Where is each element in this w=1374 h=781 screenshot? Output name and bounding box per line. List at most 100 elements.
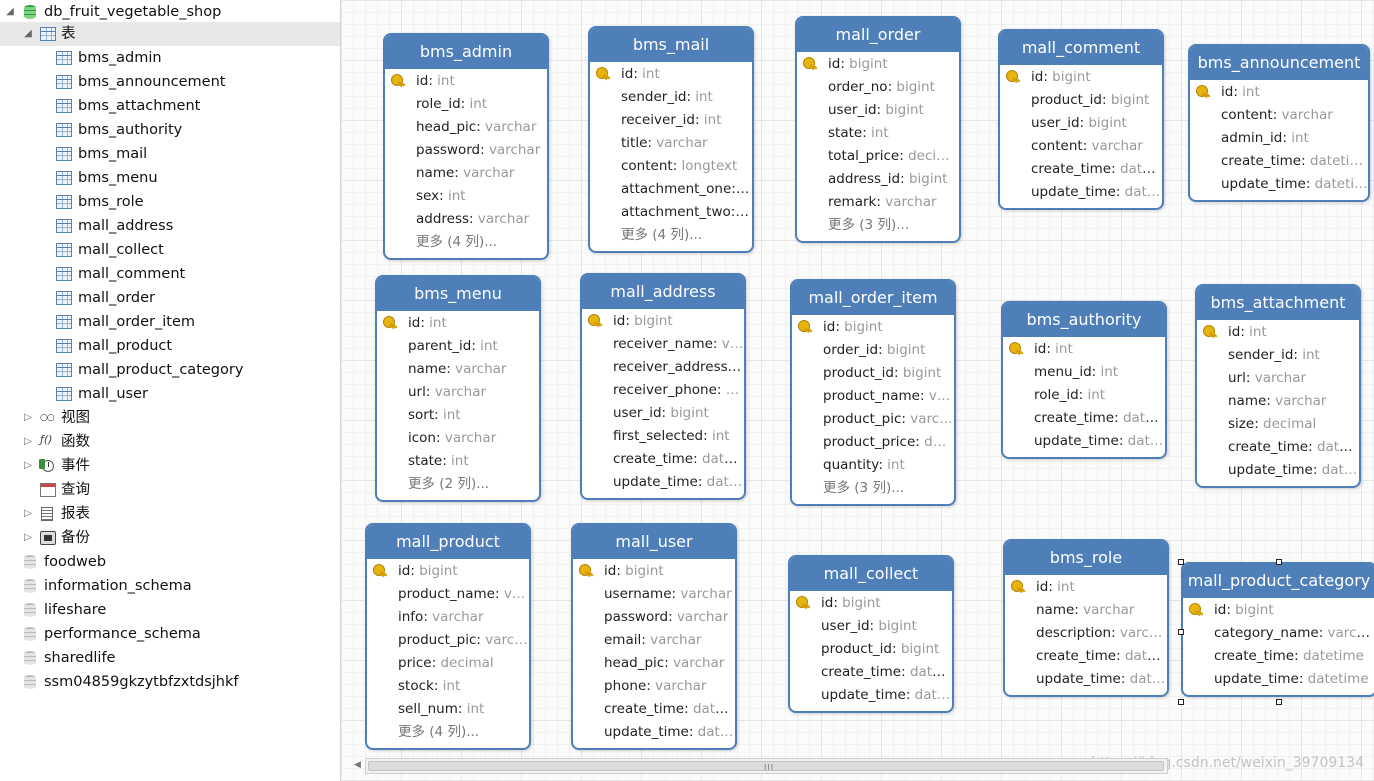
more-columns-link[interactable]: 更多 (2 列)... <box>408 476 490 492</box>
resize-handle[interactable] <box>1178 559 1184 565</box>
more-columns-link[interactable]: 更多 (4 列)... <box>621 227 703 243</box>
field-type: int <box>1087 387 1106 403</box>
field-separator: : <box>1233 84 1243 100</box>
table-item-mall_user[interactable]: mall_user <box>0 382 340 406</box>
table-item-bms_attachment[interactable]: bms_attachment <box>0 94 340 118</box>
query-icon <box>40 483 56 497</box>
resize-handle[interactable] <box>1178 629 1184 635</box>
field-name: update_time <box>1214 671 1299 687</box>
field-separator: : <box>697 474 707 490</box>
primary-key-field: id: bigint <box>1000 66 1162 89</box>
field-type: varchar <box>1275 393 1327 409</box>
db-node-sharedlife[interactable]: sharedlife <box>0 646 340 670</box>
table-item-bms_role[interactable]: bms_role <box>0 190 340 214</box>
reports-folder[interactable]: ▷ 报表 <box>0 502 340 526</box>
resize-handle[interactable] <box>1276 559 1282 565</box>
expand-arrow-icon[interactable]: ▷ <box>24 460 32 471</box>
queries-folder[interactable]: 查询 <box>0 478 340 502</box>
table-item-mall_collect[interactable]: mall_collect <box>0 238 340 262</box>
field-separator: : <box>410 563 420 579</box>
primary-key-icon <box>796 596 814 610</box>
field-separator: : <box>646 678 656 694</box>
table-item-label: mall_order_item <box>78 314 195 330</box>
table-item-bms_authority[interactable]: bms_authority <box>0 118 340 142</box>
horizontal-scrollbar[interactable]: III <box>365 758 1168 774</box>
table-item-mall_comment[interactable]: mall_comment <box>0 262 340 286</box>
more-columns-link[interactable]: 更多 (3 列)... <box>828 217 910 233</box>
field-name: size <box>1228 416 1255 432</box>
scroll-left-icon[interactable]: ◀ <box>354 760 361 770</box>
table-item-mall_product[interactable]: mall_product <box>0 334 340 358</box>
field-type: bigint <box>896 79 935 95</box>
views-folder[interactable]: ▷ 视图 <box>0 406 340 430</box>
field-name: username <box>604 586 672 602</box>
db-node-ssm04859gkzytbfzxtdsjhkf[interactable]: ssm04859gkzytbfzxtdsjhkf <box>0 670 340 694</box>
table-item-bms_announcement[interactable]: bms_announcement <box>0 70 340 94</box>
field-separator: : <box>840 56 850 72</box>
database-icon <box>24 5 36 19</box>
more-columns-link[interactable]: 更多 (4 列)... <box>416 234 498 250</box>
collapse-arrow-icon[interactable]: ◢ <box>24 28 32 39</box>
entity-field: content: longtext <box>590 155 752 178</box>
primary-key-field: id: int <box>1003 338 1165 361</box>
field-separator: : <box>899 148 909 164</box>
functions-folder[interactable]: ▷ 函数 <box>0 430 340 454</box>
collapse-arrow-icon[interactable]: ◢ <box>6 6 14 17</box>
field-separator: : <box>1102 92 1111 108</box>
table-icon <box>56 171 72 185</box>
field-separator: : <box>641 632 651 648</box>
db-node-lifeshare[interactable]: lifeshare <box>0 598 340 622</box>
table-item-mall_address[interactable]: mall_address <box>0 214 340 238</box>
table-item-bms_menu[interactable]: bms_menu <box>0 166 340 190</box>
db-node-active[interactable]: ◢ db_fruit_vegetable_shop <box>0 0 340 24</box>
tables-folder[interactable]: ◢ 表 <box>0 22 340 46</box>
expand-arrow-icon[interactable]: ▷ <box>24 508 32 519</box>
events-folder[interactable]: ▷ 事件 <box>0 454 340 478</box>
table-item-mall_order_item[interactable]: mall_order_item <box>0 310 340 334</box>
resize-handle[interactable] <box>1276 699 1282 705</box>
scrollbar-thumb[interactable]: III <box>368 761 1164 772</box>
db-node-foodweb[interactable]: foodweb <box>0 550 340 574</box>
expand-arrow-icon[interactable]: ▷ <box>24 412 32 423</box>
table-icon <box>56 75 72 89</box>
table-item-bms_mail[interactable]: bms_mail <box>0 142 340 166</box>
resize-handle[interactable] <box>1178 699 1184 705</box>
expand-arrow-icon[interactable]: ▷ <box>24 436 32 447</box>
field-type: bigint <box>908 171 948 187</box>
table-item-bms_admin[interactable]: bms_admin <box>0 46 340 70</box>
more-columns-link[interactable]: 更多 (4 列)... <box>398 724 480 740</box>
field-type: dat… <box>697 724 734 740</box>
table-item-label: bms_mail <box>78 146 148 162</box>
field-separator: : <box>915 434 925 450</box>
backups-folder[interactable]: ▷ 备份 <box>0 526 340 550</box>
field-name: first_selected <box>613 428 704 444</box>
table-item-mall_product_category[interactable]: mall_product_category <box>0 358 340 382</box>
entity-field: receiver_address: … <box>582 356 744 379</box>
view-icon <box>40 411 56 425</box>
entity-field: update_time: dat… <box>1003 430 1165 453</box>
entity-padding <box>792 500 954 504</box>
expand-arrow-icon[interactable]: ▷ <box>24 532 32 543</box>
table-item-mall_order[interactable]: mall_order <box>0 286 340 310</box>
more-columns-link[interactable]: 更多 (3 列)... <box>823 480 905 496</box>
db-node-information_schema[interactable]: information_schema <box>0 574 340 598</box>
db-node-performance_schema[interactable]: performance_schema <box>0 622 340 646</box>
field-separator: : <box>647 135 657 151</box>
